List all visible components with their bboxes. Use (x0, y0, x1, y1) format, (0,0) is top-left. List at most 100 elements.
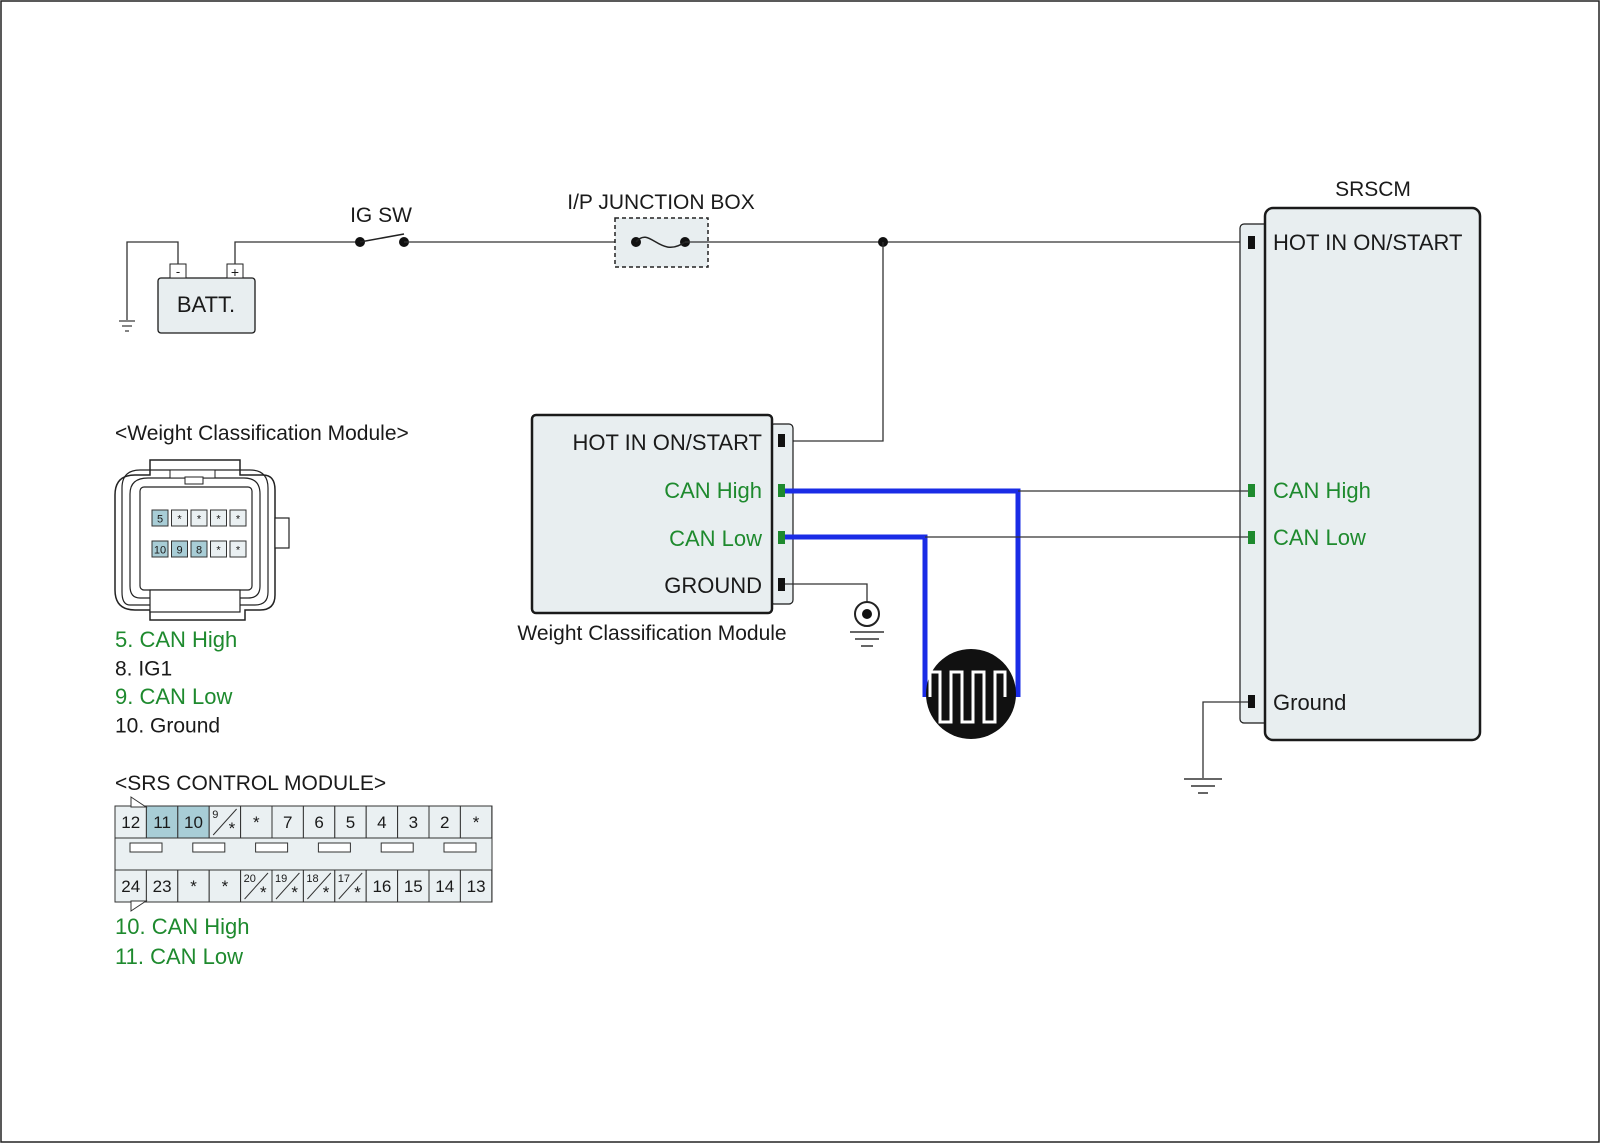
wcm-connector-legend-item: 10. Ground (115, 715, 220, 738)
srs-connector-pin-label: 24 (121, 877, 140, 896)
wcm-hot-label: HOT IN ON/START (573, 430, 762, 455)
srs-connector-pin-label: 4 (377, 813, 386, 832)
wcm-module: HOT IN ON/START CAN High CAN Low GROUND … (517, 413, 794, 645)
srs-connector-latch-slot (129, 842, 163, 853)
wcm-connector-pin-top_row-4 (229, 509, 247, 527)
waveform-icon (926, 649, 1016, 739)
srs-connector-pin-label: 16 (372, 877, 391, 896)
srs-connector-pin-label: 13 (467, 877, 486, 896)
srs-connector-pin-label: 19 (275, 873, 287, 885)
srs-connector-pin-label: 7 (283, 813, 292, 832)
srs-connector-pin-label: 17 (338, 873, 350, 885)
srs-connector-legend-item: 10. CAN High (115, 914, 250, 939)
wcm-connector-legend-item: 5. CAN High (115, 627, 237, 652)
srs-connector-latch-slot (317, 842, 351, 853)
wcm-connector-pin-label: 8 (196, 545, 202, 557)
wcm-pin-can-high (778, 484, 785, 497)
srscm-ground-label: Ground (1273, 690, 1346, 715)
wcm-connector-pin-label: 9 (176, 545, 182, 557)
srs-connector-pin-bottom_row-11 (459, 869, 493, 903)
srs-connector-pin-label: 20 (244, 873, 256, 885)
srs-connector-pin-bottom_row-3 (208, 869, 242, 903)
srs-connector-pin-label: 2 (440, 813, 449, 832)
srs-connector-pin-label: 23 (153, 877, 172, 896)
battery-label: BATT. (177, 292, 235, 317)
srs-connector-pin-label: 11 (153, 813, 171, 832)
srs-connector-pin-bottom_row-2 (177, 869, 210, 903)
wcm-ground-label: GROUND (664, 573, 762, 598)
wcm-ground-wire (785, 583, 868, 604)
junction-box-label: I/P JUNCTION BOX (567, 191, 754, 214)
srs-connector-split-line (212, 808, 237, 836)
srs-connector-pin-top_row-6 (302, 805, 336, 839)
srscm-pin-ground (1248, 695, 1255, 708)
srs-connector-pin-top_row-5 (271, 805, 304, 839)
wcm-connector-pin-label: * (177, 514, 182, 526)
srs-connector-latch-slot (192, 842, 226, 853)
srscm-can-high-label: CAN High (1273, 478, 1371, 503)
srs-connector-split-line (307, 872, 332, 900)
srs-connector-pin-label: 9 (212, 809, 218, 821)
wcm-connector-pin-label: * (197, 514, 202, 526)
srs-connector-split-line (275, 872, 300, 900)
battery-ground-wire (126, 241, 179, 320)
battery-minus-label: - (176, 264, 180, 279)
wcm-connector-pin-top_row-1 (171, 509, 188, 527)
srs-connector-pin-star: * (260, 883, 267, 902)
wcm-connector-pin-bottom_row-0 (151, 540, 169, 558)
wcm-can-low-label: CAN Low (669, 526, 762, 551)
srs-connector-pin-label: 6 (314, 813, 323, 832)
wcm-connector-title: <Weight Classification Module> (115, 422, 409, 445)
srs-connector-pin-label: 10 (184, 813, 203, 832)
srs-connector-latch-slot (380, 842, 414, 853)
battery: - + BATT. (157, 263, 256, 334)
srs-connector-pin-label: * (473, 813, 480, 832)
wcm-connector-pin-label: * (236, 545, 241, 557)
srscm-title: SRSCM (1335, 178, 1411, 201)
srs-connector-split-line (338, 872, 363, 900)
splice-to-wcm-wire (779, 242, 884, 442)
wcm-connector-legend-item: 9. CAN Low (115, 684, 232, 709)
wcm-connector-pin-label: * (236, 514, 241, 526)
srs-connector-pin-label: 5 (346, 813, 355, 832)
wcm-connector-pin-bottom_row-1 (171, 540, 188, 558)
srs-connector-pin-star: * (354, 883, 361, 902)
wcm-connector-pin-top_row-3 (210, 509, 227, 527)
srs-connector-pin-top_row-2 (177, 805, 210, 839)
srscm-ground-icon (1184, 778, 1222, 794)
wcm-pin-ground (778, 578, 785, 591)
wcm-connector-pin-label: * (216, 514, 221, 526)
wcm-ground-icon (850, 601, 884, 647)
junction-box: I/P JUNCTION BOX (567, 191, 755, 268)
wcm-connector-pin-bottom_row-4 (229, 540, 247, 558)
srs-connector-pin-label: 12 (121, 813, 140, 832)
srs-connector-split-line (244, 872, 269, 900)
wcm-connector-pin-bottom_row-2 (190, 540, 208, 558)
srscm-pin-hot (1248, 236, 1255, 249)
srs-connector-pin-top_row-4 (240, 805, 273, 839)
srscm-ground-wire (1202, 701, 1248, 778)
wcm-connector-pin-label: 10 (154, 545, 166, 557)
srs-connector-pin-label: 18 (306, 873, 318, 885)
srs-connector-title: <SRS CONTROL MODULE> (115, 772, 386, 795)
srs-connector-pin-label: * (222, 877, 229, 896)
srs-connector-pin-label: 3 (409, 813, 418, 832)
srs-connector-pin-bottom_row-0 (114, 869, 147, 903)
srs-connector-pin-star: * (229, 819, 236, 838)
srs-connector-pin-label: * (253, 813, 260, 832)
srscm-hot-label: HOT IN ON/START (1273, 230, 1462, 255)
wcm-connector-pin-label: 5 (157, 514, 163, 526)
srs-connector-latch-slot (443, 842, 477, 853)
srscm-pin-can-low (1248, 531, 1255, 544)
battery-ground-icon (119, 320, 135, 332)
fuse-icon (635, 236, 686, 249)
battery-positive-wire (234, 241, 360, 264)
wcm-connector-pin-bottom_row-3 (210, 540, 227, 558)
srscm-module: SRSCM HOT IN ON/START CAN High CAN Low G… (1239, 178, 1482, 742)
srs-connector-pin-top_row-0 (114, 805, 147, 839)
wcm-connector-legend-item: 8. IG1 (115, 658, 172, 681)
srs-connector-pin-bottom_row-6 (302, 869, 336, 903)
